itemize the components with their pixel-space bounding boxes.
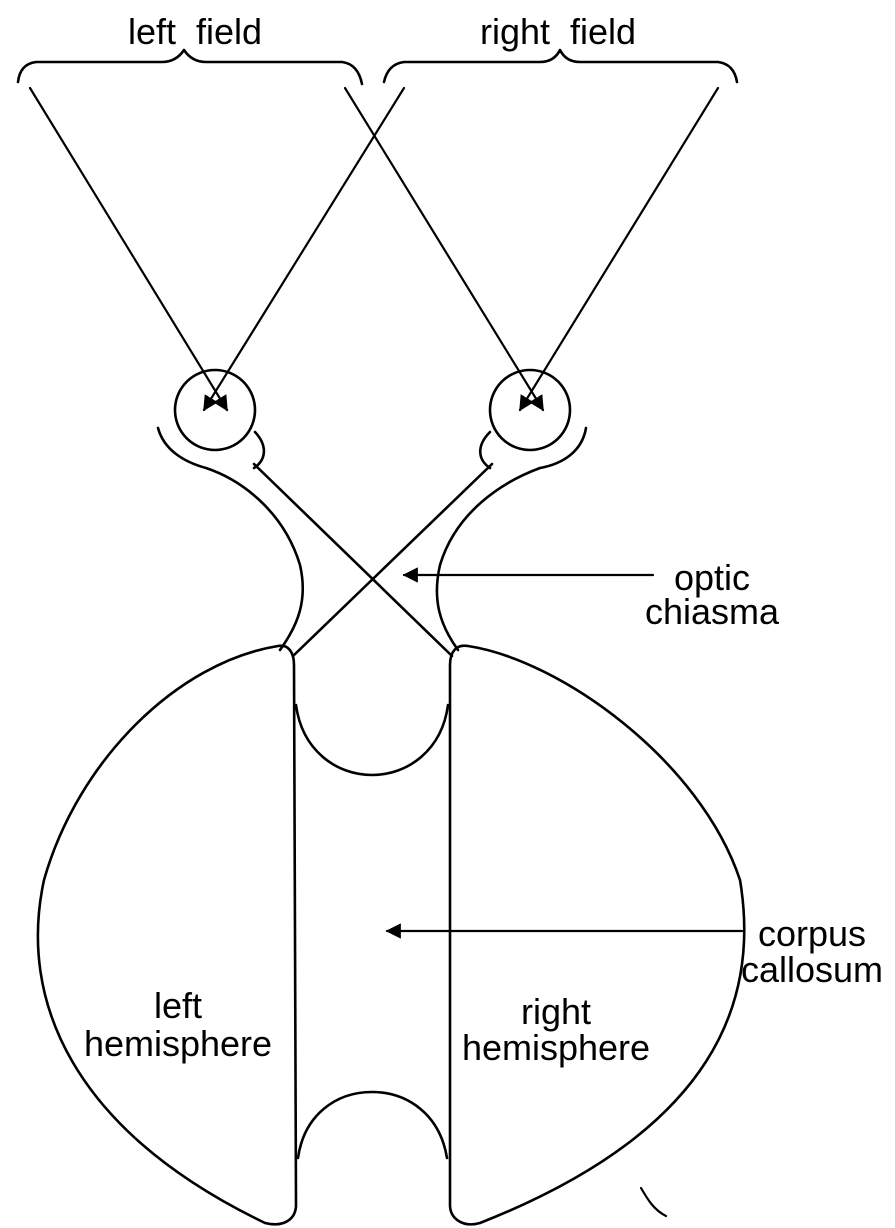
optic-nerve-left-to-right (252, 462, 454, 658)
left-field-label: left field (128, 11, 262, 52)
left-eye-socket-outer (156, 426, 305, 652)
left-hemisphere-label-line2: hemisphere (84, 1023, 272, 1064)
left-eye-ray-from-left-field (28, 86, 229, 412)
optic-chiasma-label-line2: chiasma (645, 591, 780, 632)
right-eye-socket-outer (435, 426, 588, 652)
corpus-callosum-label-line2: callosum (741, 949, 883, 990)
left-eye (173, 368, 257, 452)
left-eye-socket-lip (252, 430, 266, 470)
right-field-brace (382, 48, 739, 84)
right-hemisphere-label-line1: right (521, 991, 591, 1032)
corpus-callosum-top-arc (294, 703, 450, 777)
optic-chiasma-label-line1: optic (674, 557, 750, 598)
right-hemisphere-outline (448, 644, 746, 1226)
corpus-callosum-label-line1: corpus (758, 913, 866, 954)
stray-mark (639, 1186, 668, 1218)
left-field-brace (16, 48, 364, 86)
right-eye-ray-from-right-field (518, 86, 720, 412)
right-hemisphere-label-line2: hemisphere (462, 1027, 650, 1068)
left-eye-ray-from-right-field (202, 86, 406, 412)
optic-nerve-right-to-left (291, 462, 494, 658)
right-eye-ray-from-left-field (343, 86, 545, 412)
right-field-label: right field (480, 11, 636, 52)
left-hemisphere-label-line1: left (154, 985, 202, 1026)
right-eye-socket-lip (478, 430, 492, 470)
corpus-callosum-bottom-arc (296, 1090, 449, 1160)
right-eye (488, 368, 572, 452)
left-hemisphere-outline (36, 644, 298, 1226)
